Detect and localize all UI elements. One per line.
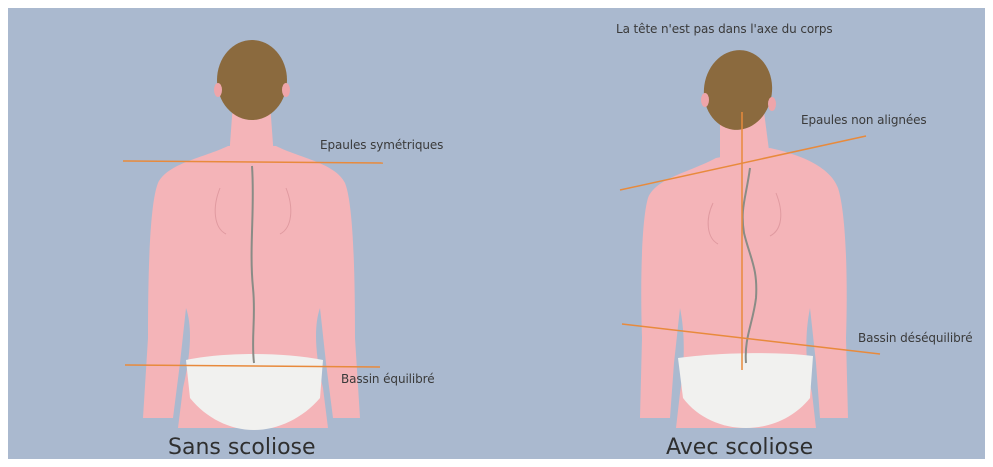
left-body [143,40,360,430]
caption-with-scoliosis: Avec scoliose [666,435,813,459]
label-balanced-pelvis: Bassin équilibré [341,372,435,386]
right-body [640,46,848,428]
label-misaligned-shoulders: Epaules non alignées [801,113,927,127]
caption-without-scoliosis: Sans scoliose [168,435,316,459]
label-symmetric-shoulders: Epaules symétriques [320,138,443,152]
illustration-panel: Epaules symétriques Bassin équilibré San… [8,8,985,459]
left-shoulder-line [123,161,383,163]
label-head-off-axis: La tête n'est pas dans l'axe du corps [616,22,833,36]
scoliosis-comparison-drawing [8,8,985,459]
label-unbalanced-pelvis: Bassin déséquilibré [858,331,972,345]
